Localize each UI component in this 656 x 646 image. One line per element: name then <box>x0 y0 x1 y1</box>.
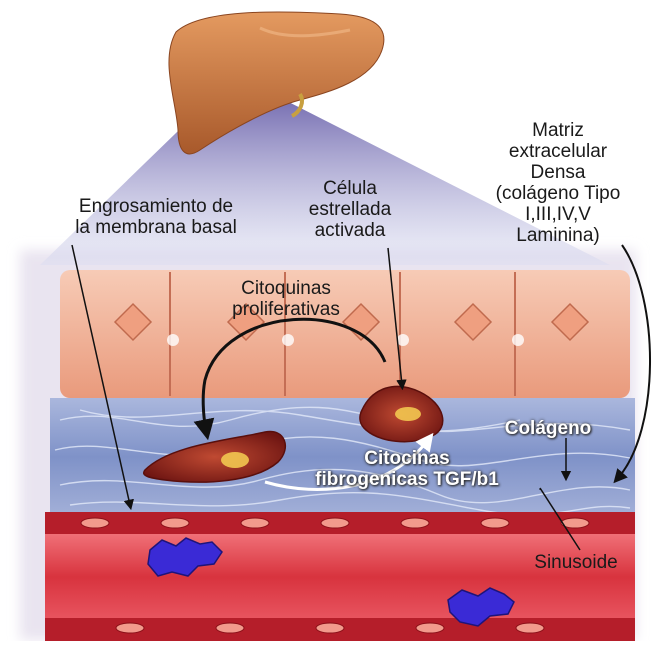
label-extracellular-matrix: Matriz extracelular Densa (colágeno Tipo… <box>468 120 648 246</box>
label-line: Densa <box>468 162 648 183</box>
label-line: proliferativas <box>196 299 376 320</box>
label-membrane-thickening: Engrosamiento de la membrana basal <box>36 196 276 238</box>
label-line: activada <box>290 220 410 241</box>
label-line: Citocinas <box>282 448 532 469</box>
label-line: Célula <box>290 178 410 199</box>
label-collagen: Colágeno <box>488 418 608 439</box>
label-line: extracelular <box>468 141 648 162</box>
label-line: (colágeno Tipo <box>468 183 648 204</box>
label-line: la membrana basal <box>36 217 276 238</box>
label-line: Citoquinas <box>196 278 376 299</box>
label-line: fibrogenicas TGF/b1 <box>282 469 532 490</box>
label-line: Laminina) <box>468 225 648 246</box>
sinusoid-vessel <box>45 512 635 641</box>
label-proliferative-cytokines: Citoquinas proliferativas <box>196 278 376 320</box>
label-line: estrellada <box>290 199 410 220</box>
label-stellate-cell: Célula estrellada activada <box>290 178 410 241</box>
label-line: I,III,IV,V <box>468 204 648 225</box>
label-fibrogenic-cytokines: Citocinas fibrogenicas TGF/b1 <box>282 448 532 490</box>
label-sinusoid: Sinusoide <box>512 552 640 573</box>
label-line: Matriz <box>468 120 648 141</box>
label-line: Engrosamiento de <box>36 196 276 217</box>
stellate-cell-nucleus <box>395 407 421 421</box>
stellate-cell-nucleus <box>221 452 249 468</box>
